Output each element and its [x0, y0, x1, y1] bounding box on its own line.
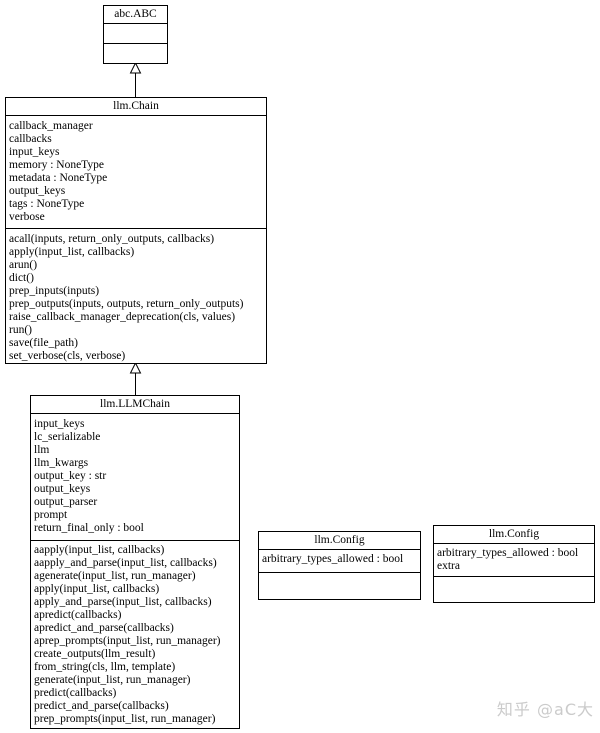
member-line: output_keys: [9, 185, 66, 197]
methods-compartment: [259, 573, 420, 599]
member-line: agenerate(input_list, run_manager): [34, 570, 196, 582]
watermark-zhihu: 知乎 @aC大: [496, 700, 594, 719]
member-line: memory : NoneType: [9, 159, 105, 171]
member-line: set_verbose(cls, verbose): [9, 350, 126, 362]
member-line: arbitrary_types_allowed : bool: [437, 547, 579, 559]
inheritance-arrow-chain-to-abc: [129, 61, 142, 97]
methods-compartment: acall(inputs, return_only_outputs, callb…: [6, 229, 266, 363]
member-line: run(): [9, 324, 32, 336]
member-line: apredict_and_parse(callbacks): [34, 622, 174, 634]
member-line: output_key : str: [34, 470, 107, 482]
member-line: create_outputs(llm_result): [34, 648, 156, 660]
member-line: apredict(callbacks): [34, 609, 122, 621]
member-line: save(file_path): [9, 337, 78, 349]
member-line: from_string(cls, llm, template): [34, 661, 176, 673]
class-name: abc.ABC: [104, 6, 167, 24]
member-line: verbose: [9, 211, 45, 223]
member-line: apply(input_list, callbacks): [9, 246, 135, 258]
member-line: prep_outputs(inputs, outputs, return_onl…: [9, 298, 244, 310]
member-line: arbitrary_types_allowed : bool: [262, 553, 404, 565]
attributes-compartment: [104, 24, 167, 44]
member-line: aapply(input_list, callbacks): [34, 544, 165, 556]
member-line: llm: [34, 444, 50, 456]
member-line: input_keys: [9, 146, 60, 158]
member-line: raise_callback_manager_deprecation(cls, …: [9, 311, 236, 323]
class-name: llm.Config: [434, 526, 594, 544]
member-line: callback_manager: [9, 120, 93, 132]
member-line: extra: [437, 560, 460, 572]
member-line: apply_and_parse(input_list, callbacks): [34, 596, 212, 608]
member-line: aapply_and_parse(input_list, callbacks): [34, 557, 217, 569]
methods-compartment: [434, 577, 594, 602]
member-line: prep_prompts(input_list, run_manager): [34, 713, 216, 725]
class-box-llm-config-2: llm.Config arbitrary_types_allowed : boo…: [433, 525, 595, 603]
member-line: predict_and_parse(callbacks): [34, 700, 169, 712]
member-line: callbacks: [9, 133, 52, 145]
member-line: apply(input_list, callbacks): [34, 583, 160, 595]
member-line: input_keys: [34, 418, 85, 430]
member-line: metadata : NoneType: [9, 172, 108, 184]
member-line: output_keys: [34, 483, 91, 495]
class-name: llm.Config: [259, 532, 420, 550]
member-line: aprep_prompts(input_list, run_manager): [34, 635, 221, 647]
member-line: tags : NoneType: [9, 198, 85, 210]
member-line: output_parser: [34, 496, 98, 508]
member-line: llm_kwargs: [34, 457, 89, 469]
member-line: return_final_only : bool: [34, 522, 144, 534]
member-line: arun(): [9, 259, 38, 271]
member-line: dict(): [9, 272, 34, 284]
member-line: lc_serializable: [34, 431, 101, 443]
member-line: prep_inputs(inputs): [9, 285, 100, 297]
class-name: llm.LLMChain: [31, 396, 239, 414]
member-line: generate(input_list, run_manager): [34, 674, 191, 686]
attributes-compartment: arbitrary_types_allowed : bool: [259, 550, 420, 573]
member-line: acall(inputs, return_only_outputs, callb…: [9, 233, 215, 245]
methods-compartment: [104, 44, 167, 63]
class-box-abc-abc: abc.ABC: [103, 5, 168, 64]
methods-compartment: aapply(input_list, callbacks)aapply_and_…: [31, 541, 239, 728]
member-line: prompt: [34, 509, 68, 521]
member-line: predict(callbacks): [34, 687, 117, 699]
inheritance-arrow-llmchain-to-chain: [129, 361, 142, 395]
class-box-llm-config-1: llm.Config arbitrary_types_allowed : boo…: [258, 531, 421, 600]
class-name: llm.Chain: [6, 98, 266, 116]
